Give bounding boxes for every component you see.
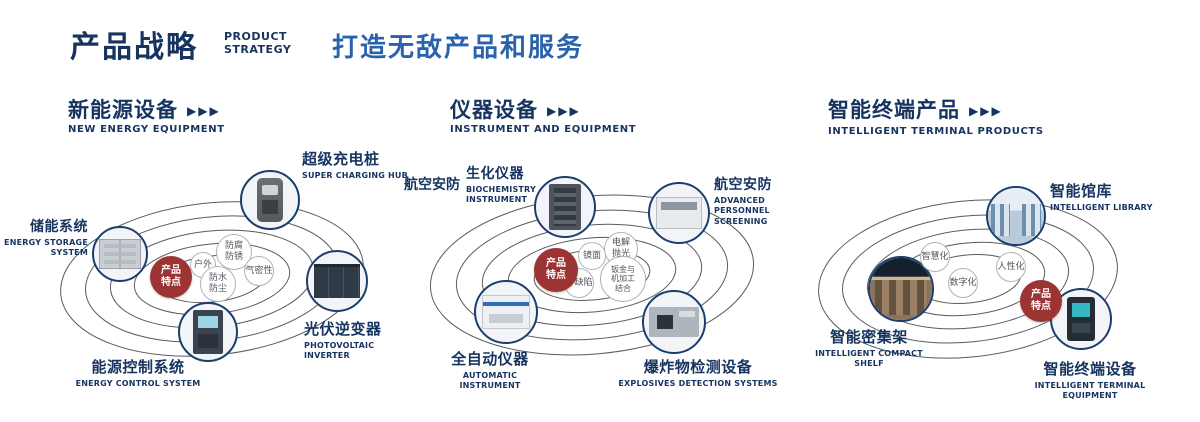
product-name: 智能密集架: [830, 328, 908, 346]
compact-shelf-image: [870, 258, 932, 320]
product-name: 航空安防: [714, 177, 772, 193]
triple-arrow-icon: ▶▶▶: [187, 103, 221, 118]
product-circle-automatic-instrument: [474, 280, 538, 344]
center-badge-label: 产品特点: [546, 257, 566, 282]
feature-bubble: 数字化: [948, 268, 978, 298]
section-title-instruments: 仪器设备 ▶▶▶: [450, 94, 581, 124]
product-name-en: EXPLOSIVES DETECTION SYSTEMS: [618, 379, 778, 388]
product-name: 智能终端设备: [1043, 360, 1137, 378]
product-label-compact-shelf: 智能密集架 INTELLIGENT COMPACT SHELF: [806, 326, 932, 370]
product-name-en: ENERGY CONTROL SYSTEM: [75, 379, 201, 388]
page-subtitle-line2: STRATEGY: [224, 42, 292, 56]
product-name: 生化仪器: [466, 166, 524, 182]
center-badge-product-features: 产品特点: [1020, 280, 1062, 322]
product-label-energy-control: 能源控制系统 ENERGY CONTROL SYSTEM: [70, 356, 206, 389]
product-label-intelligent-library: 智能馆库 INTELLIGENT LIBRARY: [1050, 180, 1162, 213]
pv-inverter-image: [314, 264, 360, 298]
section-title-text: 新能源设备: [68, 98, 178, 122]
product-circle-intelligent-library: [986, 186, 1046, 246]
feature-bubble: 人性化: [996, 252, 1026, 282]
feature-bubble: 智慧化: [920, 242, 950, 272]
page-tagline: 打造无敌产品和服务: [332, 33, 585, 63]
page-subtitle: PRODUCT STRATEGY: [224, 30, 292, 56]
product-label-biochemistry: 生化仪器 BIOCHEMISTRY INSTRUMENT: [466, 163, 536, 206]
intelligent-library-image: [988, 188, 1044, 244]
triple-arrow-icon: ▶▶▶: [547, 103, 581, 118]
product-label-personnel-screening: 航空安防 ADVANCED PERSONNEL SCREENING: [714, 174, 812, 227]
section-subtitle-new-energy: NEW ENERGY EQUIPMENT: [68, 124, 225, 135]
product-circle-explosives-detection: [642, 290, 706, 354]
automatic-instrument-image: [482, 295, 530, 329]
product-circle-biochemistry: [534, 176, 596, 238]
feature-bubble: 防水防尘: [200, 266, 236, 302]
super-charging-hub-image: [257, 178, 283, 222]
section-title-text: 智能终端产品: [828, 98, 960, 122]
label-aviation-security: 航空安防: [404, 177, 460, 193]
product-circle-energy-storage: [92, 226, 148, 282]
product-name-en: SUPER CHARGING HUB: [302, 171, 408, 180]
center-badge-label: 产品特点: [1031, 288, 1051, 313]
product-label-explosives-detection: 爆炸物检测设备 EXPLOSIVES DETECTION SYSTEMS: [618, 356, 778, 389]
product-name: 超级充电桩: [302, 150, 380, 168]
product-label-pv-inverter: 光伏逆变器 PHOTOVOLTAIC INVERTER: [304, 318, 416, 362]
product-label-energy-storage: 储能系统 ENERGY STORAGE SYSTEM: [4, 216, 88, 259]
energy-storage-image: [99, 239, 141, 269]
product-circle-energy-control: [178, 302, 238, 362]
product-name-en: PHOTOVOLTAIC INVERTER: [304, 341, 375, 361]
triple-arrow-icon: ▶▶▶: [969, 103, 1003, 118]
product-circle-super-charging-hub: [240, 170, 300, 230]
explosives-detection-image: [649, 307, 699, 337]
product-name-en: INTELLIGENT COMPACT SHELF: [815, 349, 923, 369]
product-name-en: INTELLIGENT TERMINAL EQUIPMENT: [1034, 381, 1146, 401]
product-circle-compact-shelf: [868, 256, 934, 322]
product-circle-pv-inverter: [306, 250, 368, 312]
product-label-automatic-instrument: 全自动仪器 AUTOMATIC INSTRUMENT: [432, 348, 548, 392]
biochemistry-instrument-image: [549, 184, 581, 230]
product-name-en: ADVANCED PERSONNEL SCREENING: [714, 196, 770, 226]
feature-bubble: 镜面: [578, 242, 606, 270]
orbit-rings: [429, 194, 755, 356]
orbit-rings: [818, 199, 1118, 359]
section-subtitle-intelligent-terminal: INTELLIGENT TERMINAL PRODUCTS: [828, 126, 1044, 137]
product-label-terminal-equipment: 智能终端设备 INTELLIGENT TERMINAL EQUIPMENT: [1010, 358, 1170, 402]
section-title-intelligent-terminal: 智能终端产品 ▶▶▶: [828, 94, 1003, 124]
product-circle-personnel-screening: [648, 182, 710, 244]
section-title-new-energy: 新能源设备 ▶▶▶: [68, 94, 221, 124]
product-name: 爆炸物检测设备: [643, 358, 753, 376]
page-subtitle-line1: PRODUCT: [224, 30, 288, 43]
product-label-super-charging-hub: 超级充电桩 SUPER CHARGING HUB: [302, 148, 414, 181]
product-name-en: INTELLIGENT LIBRARY: [1050, 203, 1153, 212]
section-title-text: 仪器设备: [450, 98, 538, 122]
product-name: 智能馆库: [1050, 182, 1113, 200]
product-name: 储能系统: [30, 219, 88, 235]
product-name: 能源控制系统: [91, 358, 185, 376]
product-name: 全自动仪器: [451, 350, 529, 368]
personnel-screening-image: [656, 197, 702, 229]
section-subtitle-instruments: INSTRUMENT AND EQUIPMENT: [450, 124, 637, 135]
product-name-en: BIOCHEMISTRY INSTRUMENT: [466, 185, 536, 205]
product-name-en: ENERGY STORAGE SYSTEM: [4, 238, 88, 258]
center-badge-product-features: 产品特点: [534, 248, 578, 292]
feature-bubble: 气密性: [244, 256, 274, 286]
page-title: 产品战略: [70, 30, 198, 65]
center-badge-label: 产品特点: [161, 264, 181, 289]
product-name-en: AUTOMATIC INSTRUMENT: [459, 371, 521, 391]
center-badge-product-features: 产品特点: [150, 256, 192, 298]
energy-control-image: [193, 310, 223, 354]
terminal-equipment-image: [1067, 297, 1095, 341]
product-name: 光伏逆变器: [304, 320, 382, 338]
feature-bubble: 钣金与机加工结合: [600, 256, 646, 302]
product-circle-terminal-equipment: [1050, 288, 1112, 350]
